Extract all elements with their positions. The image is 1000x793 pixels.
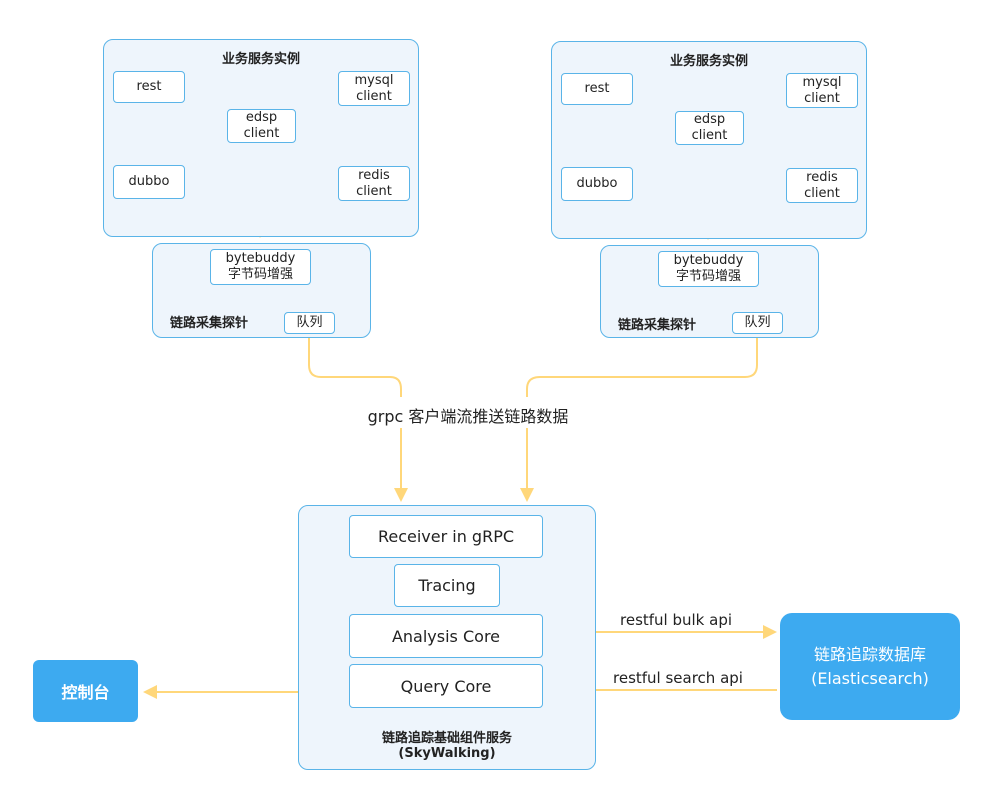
grpc-flow-left (308, 338, 402, 397)
redis-client-box: redis client (786, 168, 858, 203)
redis-client-box: redis client (338, 166, 410, 201)
query-core-box: Query Core (349, 664, 543, 708)
skywalking-subtitle: (SkyWalking) (398, 746, 496, 761)
queue-box: 队列 (732, 312, 783, 334)
probe-label: 链路采集探针 (618, 318, 697, 333)
bulk-api-label: restful bulk api (620, 611, 733, 629)
analysis-core-box: Analysis Core (349, 614, 543, 658)
bytebuddy-box: bytebuddy 字节码增强 (658, 251, 759, 287)
service-instance-title: 业务服务实例 (221, 52, 300, 67)
mysql-client-box: mysql client (338, 71, 410, 106)
search-api-label: restful search api (613, 669, 743, 687)
skywalking-title: 链路追踪基础组件服务 (381, 731, 512, 746)
grpc-label: grpc 客户端流推送链路数据 (367, 407, 569, 426)
service-instance-title: 业务服务实例 (669, 54, 748, 69)
probe-label: 链路采集探针 (170, 316, 249, 331)
mysql-client-box: mysql client (786, 73, 858, 108)
dubbo-box: dubbo (561, 167, 633, 201)
trace-database-box: 链路追踪数据库 (Elasticsearch) (780, 613, 960, 720)
bytebuddy-box: bytebuddy 字节码增强 (210, 249, 311, 285)
rest-box: rest (561, 73, 633, 105)
queue-box: 队列 (284, 312, 335, 334)
console-box: 控制台 (33, 660, 138, 722)
database-subtitle: (Elasticsearch) (811, 668, 929, 688)
rest-box: rest (113, 71, 185, 103)
database-title: 链路追踪数据库 (813, 644, 926, 664)
grpc-flow-right (526, 338, 758, 397)
dubbo-box: dubbo (113, 165, 185, 199)
tracing-box: Tracing (394, 564, 500, 607)
edsp-client-box: edsp client (227, 109, 296, 143)
receiver-grpc-box: Receiver in gRPC (349, 515, 543, 558)
edsp-client-box: edsp client (675, 111, 744, 145)
